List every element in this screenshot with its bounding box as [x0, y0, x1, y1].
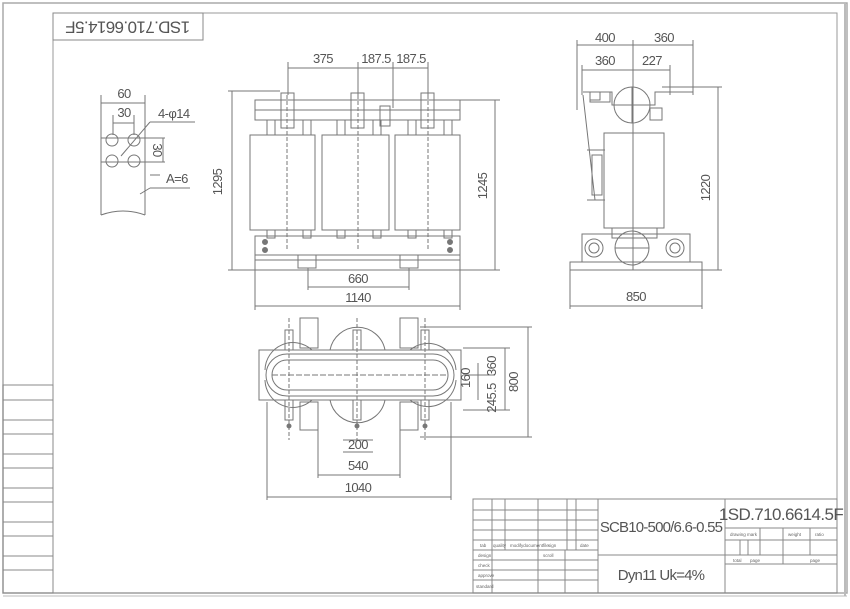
tb-row-design: design [478, 553, 492, 558]
dim-400: 400 [595, 30, 615, 45]
dim-160-160: 160 [458, 368, 473, 388]
tb-header-quality: quality [493, 543, 507, 548]
tb-row-standard: standard [476, 584, 494, 589]
dim-section-a: A=6 [166, 171, 188, 186]
dim-1245: 1245 [475, 172, 490, 199]
tb-ratio: ratio [815, 532, 824, 537]
dim-850: 850 [626, 289, 646, 304]
tb-header-sign: sign [548, 543, 557, 548]
tb-model: SCB10-500/6.6-0.55 [600, 519, 723, 536]
rotated-code-box: 1SD.710.6614.5F [52, 12, 204, 41]
dim-360-top: 360 [654, 30, 674, 45]
tb-header-tab: tab [480, 543, 487, 548]
title-block: tab quality modifydocumentfile sign date… [472, 498, 844, 594]
dim-800: 800 [506, 372, 521, 392]
dim-1220: 1220 [698, 174, 713, 201]
dim-vertical-spacing: 30 [150, 143, 165, 157]
left-strip-table [2, 384, 54, 594]
drawing-frame [2, 2, 848, 597]
tb-drawing-code: 1SD.710.6614.5F [719, 505, 843, 524]
dim-busbar-width: 60 [117, 86, 131, 101]
tb-header-date: date [580, 543, 589, 548]
dim-1140: 1140 [345, 290, 371, 305]
dim-200: 200 [348, 437, 368, 452]
dim-660: 660 [348, 271, 368, 286]
busbar-detail-view: 60 30 4-φ14 30 A=6 [100, 86, 195, 216]
dim-360-inner: 360 [595, 53, 615, 68]
dim-1295: 1295 [210, 168, 225, 195]
dim-187-5-left: 187.5 [361, 51, 391, 66]
tb-connection: Dyn11 Uk=4% [618, 567, 705, 584]
side-view: 400 360 360 227 1220 850 [569, 30, 722, 309]
tb-weight: weight [788, 532, 802, 537]
tb-row-approve: approve [478, 573, 495, 578]
dim-360-plan: 360 [484, 356, 499, 376]
tb-page-2: page [810, 558, 821, 563]
tb-page-1: page [750, 558, 761, 563]
dim-245-5: 245.5 [484, 383, 499, 413]
plan-view: 160 360 245.5 800 200 540 1040 [258, 317, 532, 500]
dim-227: 227 [642, 53, 662, 68]
tb-drawing-mark: drawing mark [730, 532, 758, 537]
rotated-drawing-code: 1SD.710.6614.5F [66, 18, 190, 37]
tb-scroll-label: scroll [543, 553, 554, 558]
tb-row-check: check [478, 563, 491, 568]
dim-1040: 1040 [345, 480, 372, 495]
dim-hole-spacing: 30 [117, 105, 131, 120]
dim-540: 540 [348, 458, 368, 473]
dim-375: 375 [313, 51, 333, 66]
tb-header-modify: modifydocumentfile [510, 543, 549, 548]
front-view: 375 187.5 187.5 [210, 51, 500, 310]
dim-holes: 4-φ14 [158, 106, 190, 121]
dim-187-5-right: 187.5 [396, 51, 426, 66]
tb-total: total [733, 558, 742, 563]
